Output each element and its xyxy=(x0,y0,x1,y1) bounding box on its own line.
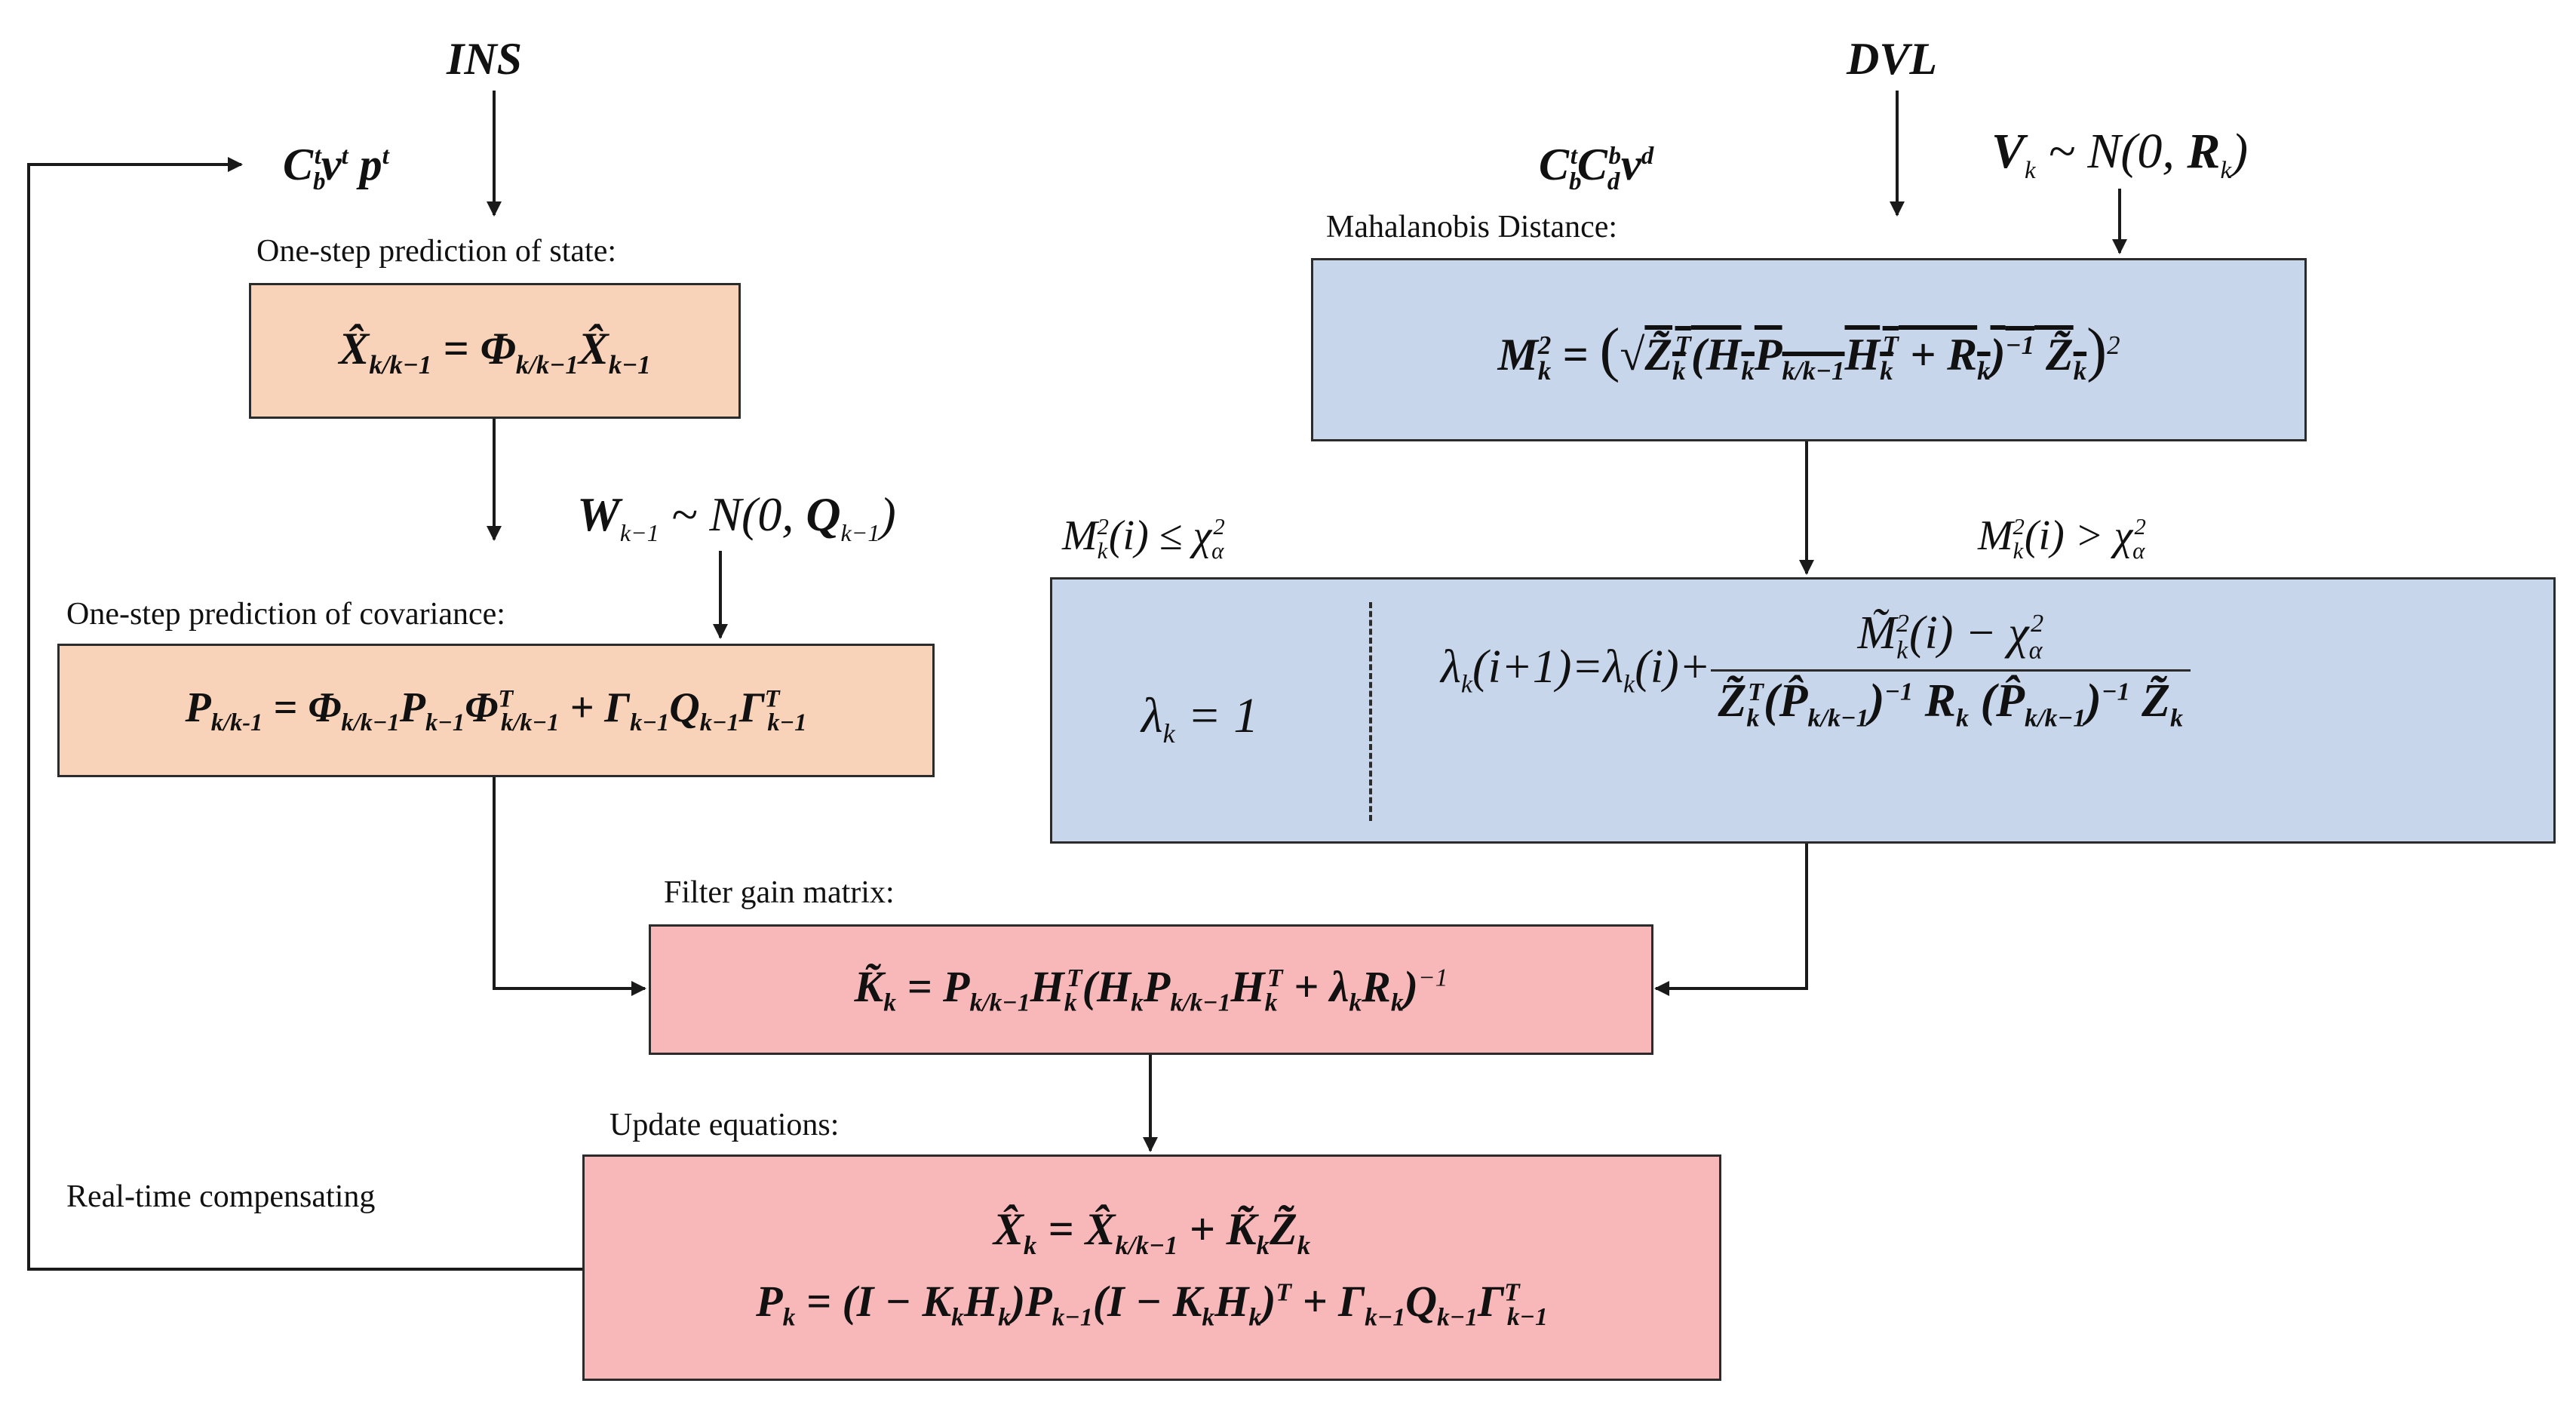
feedback-label: Real-time compensating xyxy=(66,1179,376,1214)
update-covariance-equation: Pk = (I − KkHk)Pk−1(I − KkHk)T + Γk−1Qk−… xyxy=(756,1276,1548,1332)
mahalanobis-equation: Mk2 = (√Z̃kT(HkPk/k−1HkT + Rk)−1 Z̃k)2 xyxy=(1497,315,2120,386)
dvl-velocity: CbtCdbvd xyxy=(1539,140,1654,195)
update-box: X̂k = X̂k/k−1 + K̃kZ̃k Pk = (I − KkHk)Pk… xyxy=(582,1154,1721,1381)
ins-states: Cbtvt pt xyxy=(283,140,389,195)
state-prediction-box: X̂k/k−1 = Φk/k−1X̂k−1 xyxy=(249,283,741,419)
condition-left: Mk2(i) ≤ χα2 xyxy=(1062,512,1225,564)
state-prediction-equation: X̂k/k−1 = Φk/k−1X̂k−1 xyxy=(339,323,651,380)
ins-label: INS xyxy=(447,34,523,84)
covariance-prediction-equation: Pk/k-1 = Φk/k−1Pk−1ΦTk/k−1 + Γk−1Qk−1ΓTk… xyxy=(185,684,807,737)
arrow-adaptive-to-gain xyxy=(1654,844,1808,996)
covariance-prediction-box: Pk/k-1 = Φk/k−1Pk−1ΦTk/k−1 + Γk−1Qk−1ΓTk… xyxy=(57,644,935,777)
state-prediction-caption: One-step prediction of state: xyxy=(256,234,617,269)
adaptive-divider xyxy=(1369,602,1372,821)
measurement-noise: Vk ~ N(0, Rk) xyxy=(1991,124,2249,185)
adaptive-factor-box: λk = 1 λk(i+1)=λk(i)+ M̃k2(i) − χα2 Z̃kT… xyxy=(1050,577,2556,844)
covariance-prediction-caption: One-step prediction of covariance: xyxy=(66,597,505,632)
condition-right: Mk2(i) > χα2 xyxy=(1978,512,2146,564)
mahalanobis-box: Mk2 = (√Z̃kT(HkPk/k−1HkT + Rk)−1 Z̃k)2 xyxy=(1311,258,2307,441)
update-state-equation: X̂k = X̂k/k−1 + K̃kZ̃k xyxy=(993,1204,1311,1261)
gain-box: K̃k = Pk/k−1HkT(HkPk/k−1HkT + λkRk)−1 xyxy=(649,924,1653,1055)
feedback-loop-line xyxy=(27,157,582,1271)
update-caption: Update equations: xyxy=(609,1108,840,1142)
adaptive-left-equation: λk = 1 xyxy=(1141,688,1259,749)
process-noise: Wk−1 ~ N(0, Qk−1) xyxy=(577,487,896,546)
arrow-cov-to-gain xyxy=(493,777,646,996)
dvl-label: DVL xyxy=(1847,34,1937,84)
gain-equation: K̃k = Pk/k−1HkT(HkPk/k−1HkT + λkRk)−1 xyxy=(854,962,1448,1017)
mahalanobis-caption: Mahalanobis Distance: xyxy=(1326,210,1618,244)
adaptive-right-equation: λk(i+1)=λk(i)+ M̃k2(i) − χα2 Z̃kT(P̂k/k−… xyxy=(1441,610,2191,732)
gain-caption: Filter gain matrix: xyxy=(664,875,895,910)
